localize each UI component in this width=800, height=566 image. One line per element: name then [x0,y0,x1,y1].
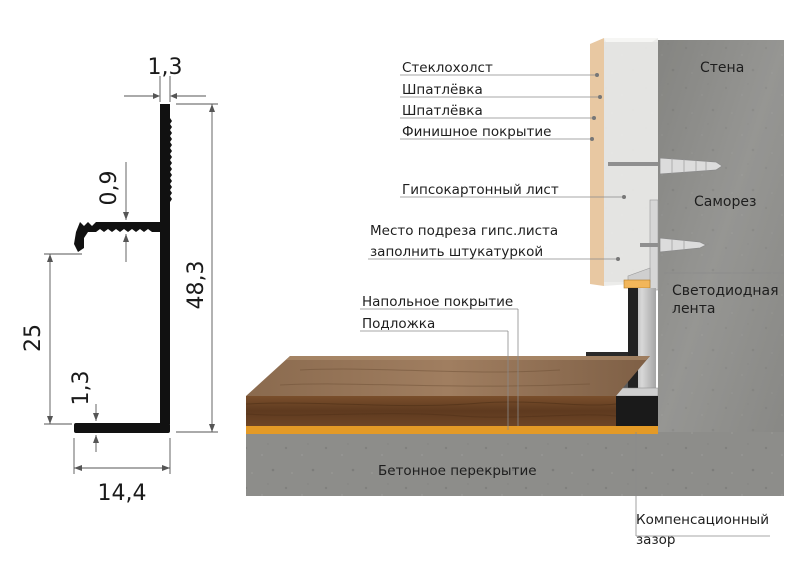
labels: Стеклохолст Шпатлёвка Шпатлёвка Финишное… [362,60,779,548]
profile-section: 1,3 48,3 0,9 25 1,3 14,4 [21,55,218,506]
floor-top [246,356,650,396]
label-concrete: Бетонное перекрытие [378,463,537,479]
dim-top-label: 1,3 [148,55,183,80]
label-led-line2: лента [672,301,715,317]
label-gkl: Гипсокартонный лист [402,182,559,198]
profile-groove-arm [74,222,160,252]
label-shpatlevka-1: Шпатлёвка [402,82,483,98]
label-underlay: Подложка [362,316,435,332]
led-strip [623,279,651,289]
profile-body [160,104,172,424]
plaster-layer [590,38,604,286]
installation-section [245,38,784,496]
label-gap-line1: Компенсационный [636,512,769,528]
dowel-screw-icon [608,157,723,175]
concrete-slab [246,432,784,496]
label-shpatlevka-2: Шпатлёвка [402,103,483,119]
label-steklokholst: Стеклохолст [402,60,493,76]
dim-width-label: 14,4 [98,481,147,506]
label-gap-line2: зазор [636,532,675,548]
label-wall: Стена [700,60,744,76]
dim-lip-label: 25 [21,324,46,352]
underlay [246,426,658,434]
floor-front [246,396,616,426]
label-cut-line2: заполнить штукатуркой [370,244,543,260]
dim-groove-label: 0,9 [97,171,122,206]
profile-base [74,423,170,433]
label-cut-line1: Место подреза гипс.листа [370,223,558,239]
dim-height-label: 48,3 [184,261,209,310]
label-floor-cover: Напольное покрытие [362,294,513,310]
label-screw: Саморез [694,194,756,210]
dowel-screw-icon [640,237,707,253]
label-led-line1: Светодиодная [672,283,779,299]
dim-base-label: 1,3 [69,371,94,406]
label-finish: Финишное покрытие [402,124,551,140]
leader-lines [360,73,784,537]
